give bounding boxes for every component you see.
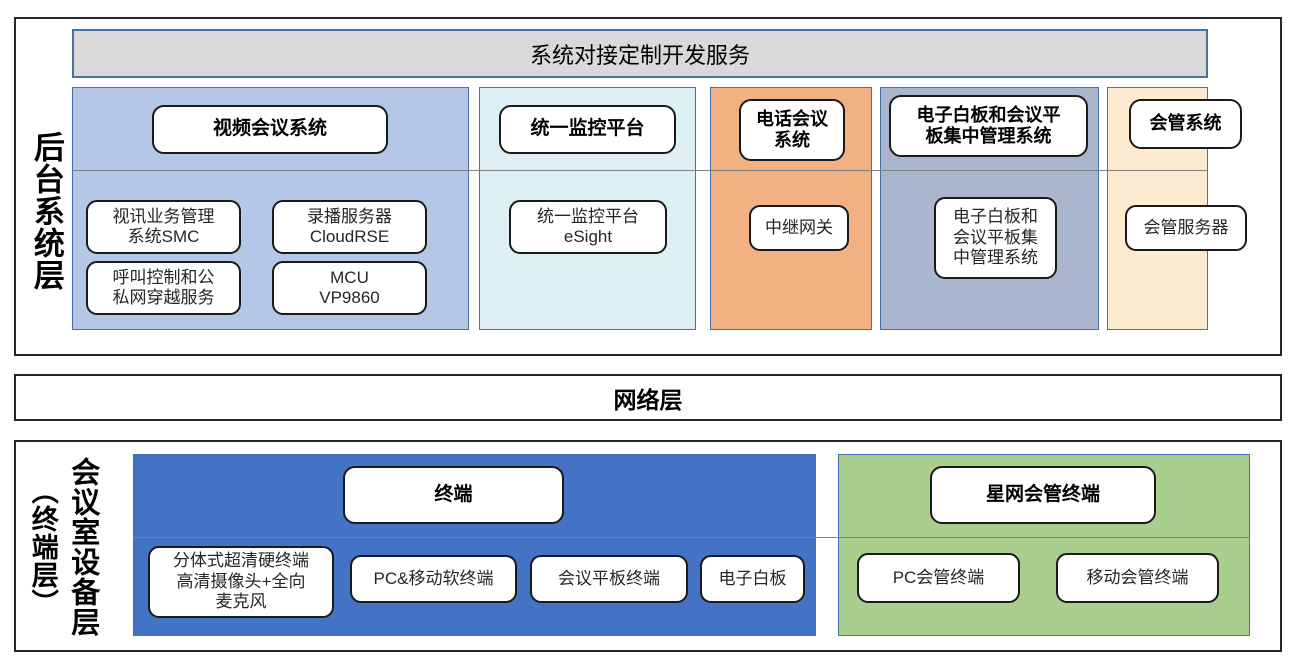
room-divider-rule	[133, 537, 1250, 538]
node-line: 中管理系统	[953, 248, 1038, 268]
node-line: 会管服务器	[1143, 217, 1229, 237]
node-line: 电子白板和	[953, 207, 1038, 227]
network-layer-label: 网络层	[613, 386, 683, 413]
node-pc-confmgmt-terminal: PC会管终端	[857, 553, 1020, 603]
node-line: 电子白板	[718, 568, 787, 588]
node-mobile-confmgmt-terminal: 移动会管终端	[1056, 553, 1219, 603]
room-layer-label-sub: （终端层）	[27, 477, 58, 617]
node-cloudrse: 录播服务器 CloudRSE	[272, 200, 427, 254]
header-text: 会管系统	[1149, 113, 1222, 134]
backend-layer-label: 后台系统层	[28, 131, 64, 291]
room-panel-terminal-header: 终端	[343, 466, 564, 524]
node-confmgmt-server: 会管服务器	[1125, 205, 1247, 251]
node-relay-gateway: 中继网关	[749, 205, 849, 251]
network-layer-band: 网络层	[14, 374, 1282, 421]
room-layer-label-main: 会议室设备层	[66, 457, 99, 637]
node-line: CloudRSE	[309, 227, 390, 246]
backend-column-monitor-header: 统一监控平台	[499, 105, 676, 154]
header-line: 电话会议	[756, 108, 828, 129]
header-text: 视频会议系统	[212, 118, 327, 140]
header-text: 终端	[434, 483, 473, 505]
room-panel-confmgmt	[838, 454, 1250, 636]
backend-divider-rule	[72, 170, 1208, 171]
node-line: 呼叫控制和公	[112, 267, 215, 287]
header-text: 统一监控平台	[530, 118, 645, 140]
node-line: 高清摄像头+全向	[176, 571, 306, 591]
node-tablet-terminal: 会议平板终端	[530, 555, 688, 603]
node-line: PC&移动软终端	[373, 568, 494, 588]
room-panel-confmgmt-header: 星网会管终端	[930, 466, 1156, 524]
service-banner: 系统对接定制开发服务	[72, 29, 1208, 78]
node-hard-terminal: 分体式超清硬终端 高清摄像头+全向 麦克风	[148, 546, 334, 618]
backend-column-confmgmt-header: 会管系统	[1129, 99, 1242, 149]
node-call-control: 呼叫控制和公 私网穿越服务	[86, 261, 241, 315]
node-line: 系统SMC	[127, 227, 200, 246]
node-line: VP9860	[319, 288, 380, 307]
node-line: 中继网关	[765, 217, 833, 237]
node-line: 私网穿越服务	[112, 288, 215, 307]
backend-column-video-header: 视频会议系统	[152, 105, 388, 154]
node-line: 视讯业务管理	[112, 206, 215, 226]
node-line: MCU	[330, 267, 369, 287]
node-smc: 视讯业务管理 系统SMC	[86, 200, 241, 254]
header-text: 星网会管终端	[985, 483, 1100, 505]
node-whiteboard-mgmt: 电子白板和 会议平板集 中管理系统	[934, 197, 1057, 279]
backend-column-whiteboard-header: 电子白板和会议平 板集中管理系统	[889, 95, 1088, 157]
header-line: 板集中管理系统	[925, 126, 1052, 146]
node-esight: 统一监控平台 eSight	[509, 200, 667, 254]
node-line: 统一监控平台	[537, 206, 639, 226]
node-mcu: MCU VP9860	[272, 261, 427, 315]
backend-column-telephone-header: 电话会议 系统	[739, 99, 845, 161]
node-line: 麦克风	[215, 592, 267, 612]
header-line: 电子白板和会议平	[916, 104, 1061, 125]
node-pc-mobile-soft-terminal: PC&移动软终端	[350, 555, 517, 603]
node-line: 分体式超清硬终端	[173, 551, 309, 571]
node-line: 会议平板终端	[558, 568, 660, 588]
node-whiteboard-terminal: 电子白板	[700, 555, 805, 603]
node-line: 会议平板集	[953, 227, 1038, 247]
node-line: 录播服务器	[307, 206, 392, 226]
node-line: eSight	[563, 227, 613, 246]
header-line: 系统	[774, 130, 810, 150]
service-banner-text: 系统对接定制开发服务	[529, 42, 750, 68]
node-line: PC会管终端	[892, 567, 985, 587]
node-line: 移动会管终端	[1086, 567, 1189, 587]
